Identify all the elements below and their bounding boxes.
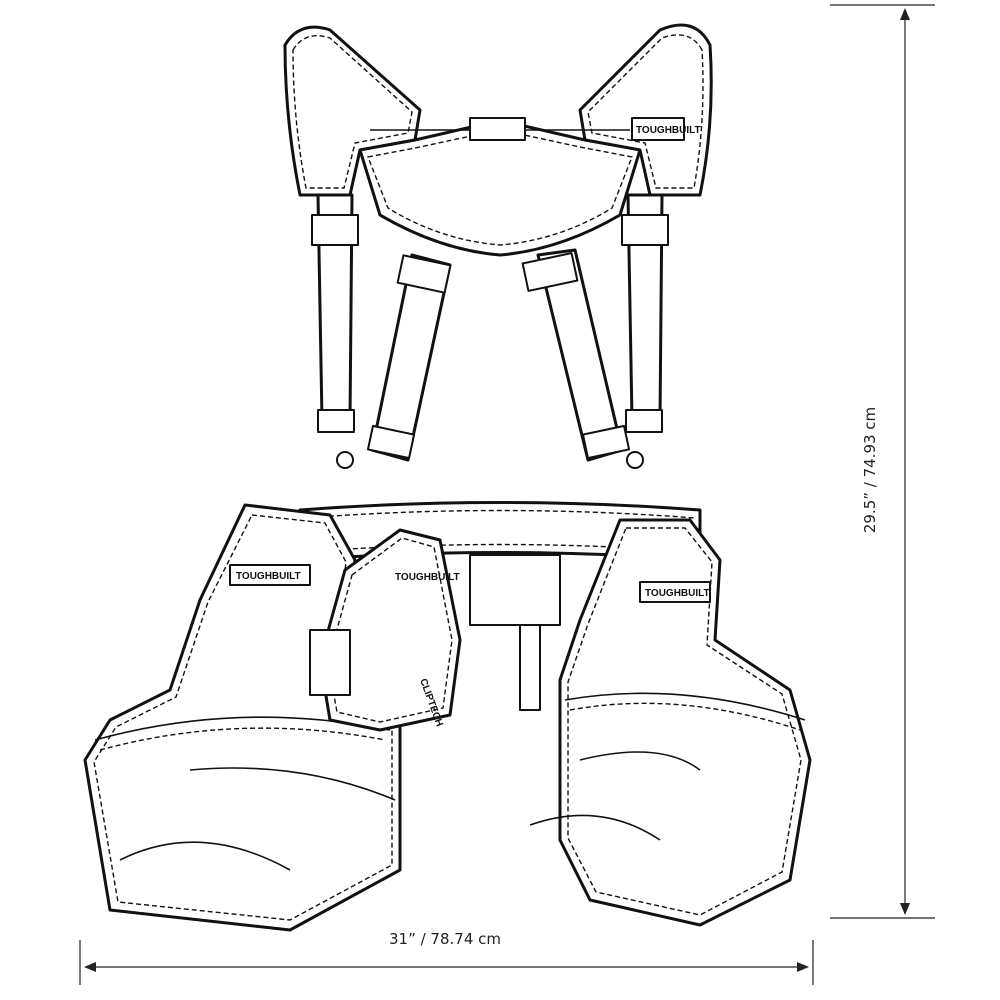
back-yoke: [358, 117, 642, 257]
left-outer-strap: [311, 193, 359, 469]
height-dimension-label: 29.5” / 74.93 cm: [861, 406, 879, 534]
height-dimension: [830, 4, 935, 919]
right-outer-strap: [621, 193, 669, 469]
svg-text:TOUGHBUILT: TOUGHBUILT: [236, 571, 301, 582]
left-shoulder-pad: [283, 25, 422, 197]
svg-text:TOUGHBUILT: TOUGHBUILT: [645, 588, 710, 599]
right-shoulder-pad: TOUGHBUILT: [578, 23, 713, 197]
left-inner-strap: [366, 253, 452, 462]
right-inner-strap: [521, 248, 631, 462]
left-pouch: TOUGHBUILT: [83, 503, 402, 932]
width-dimension: [79, 940, 814, 985]
svg-text:TOUGHBUILT: TOUGHBUILT: [395, 572, 460, 583]
center-pouch: TOUGHBUILT CLIPTECH: [309, 528, 462, 732]
svg-text:TOUGHBUILT: TOUGHBUILT: [636, 125, 701, 136]
width-dimension-label: 31” / 78.74 cm: [388, 930, 502, 948]
right-pouch: TOUGHBUILT: [529, 518, 812, 927]
